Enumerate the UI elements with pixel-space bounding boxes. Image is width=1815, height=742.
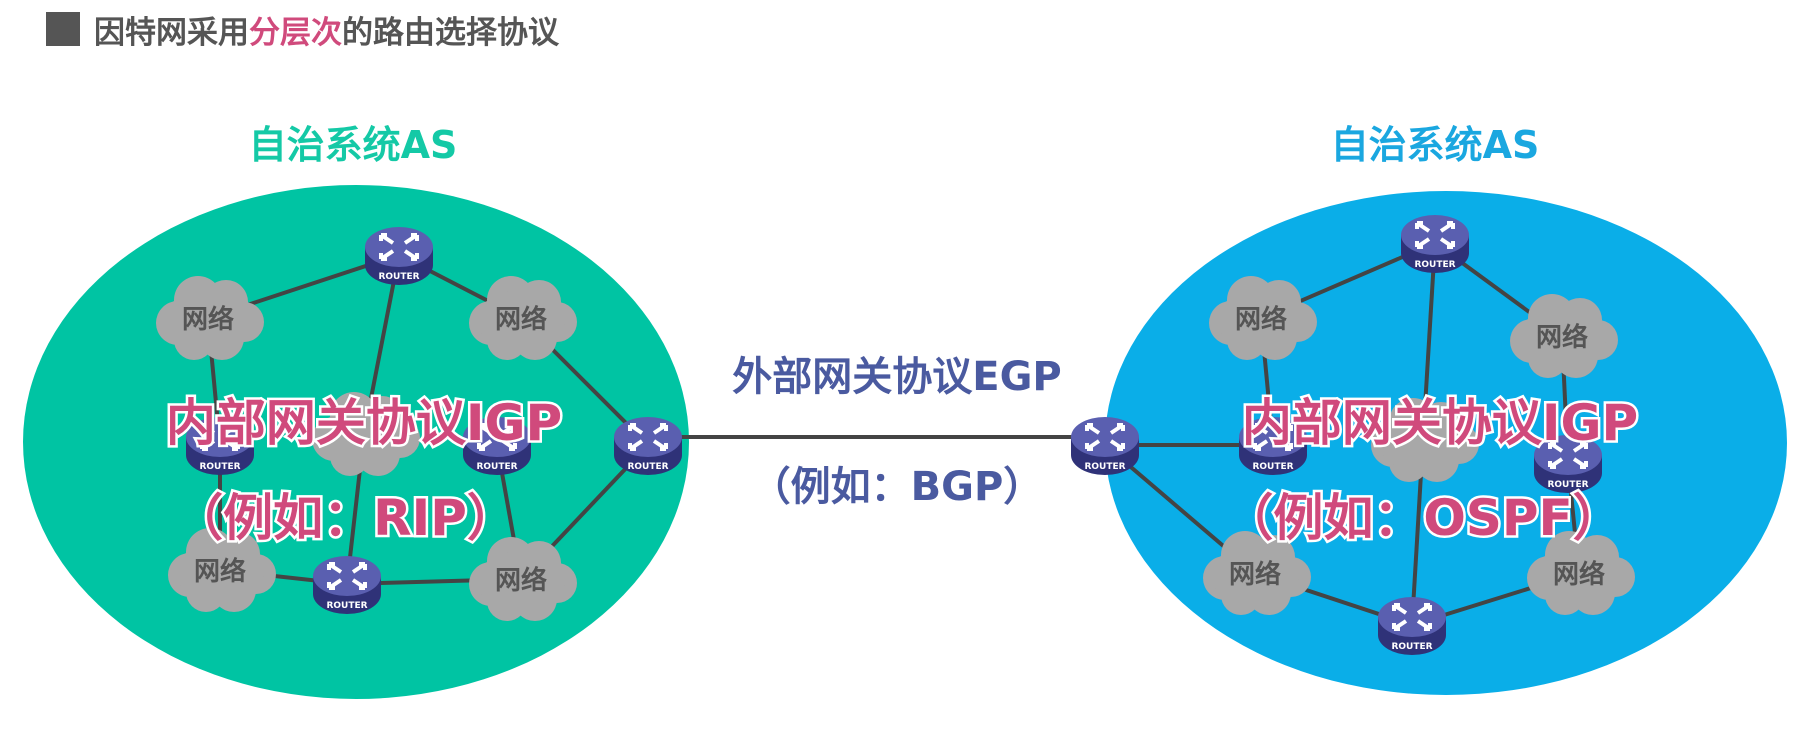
svg-text:网络: 网络 xyxy=(182,304,234,335)
title-text-highlight: 分层次 xyxy=(249,14,342,51)
network-cloud: 网络 xyxy=(469,276,577,360)
router-icon: ROUTER xyxy=(184,415,256,477)
svg-text:网络: 网络 xyxy=(1229,559,1281,590)
bullet-square-icon xyxy=(46,12,80,46)
svg-text:网络: 网络 xyxy=(1553,559,1605,590)
title-text-pre: 因特网采用 xyxy=(94,14,249,51)
router-icon: ROUTER xyxy=(461,415,533,477)
router-icon: ROUTER xyxy=(311,554,383,616)
egp-example: （例如：BGP） xyxy=(751,464,1044,510)
left-igp-example: （例如：RIP） xyxy=(173,489,517,547)
svg-text:ROUTER: ROUTER xyxy=(1084,462,1125,472)
svg-text:网络: 网络 xyxy=(194,556,246,587)
svg-text:网络: 网络 xyxy=(1536,322,1588,353)
right-as-label: 自治系统AS xyxy=(1331,123,1540,167)
svg-text:ROUTER: ROUTER xyxy=(476,462,517,472)
network-cloud: 网络 xyxy=(469,537,577,621)
left-as-label: 自治系统AS xyxy=(249,123,458,167)
svg-text:ROUTER: ROUTER xyxy=(1252,462,1293,472)
network-cloud: 网络 xyxy=(156,276,264,360)
svg-text:ROUTER: ROUTER xyxy=(199,462,240,472)
svg-text:ROUTER: ROUTER xyxy=(627,462,668,472)
router-icon: ROUTER xyxy=(1399,213,1471,275)
svg-text:ROUTER: ROUTER xyxy=(326,601,367,611)
network-cloud: 网络 xyxy=(1527,531,1635,615)
svg-text:ROUTER: ROUTER xyxy=(1547,480,1588,490)
svg-text:ROUTER: ROUTER xyxy=(378,272,419,282)
right-igp-example: （例如：OSPF） xyxy=(1223,489,1622,547)
router-icon: ROUTER xyxy=(1237,415,1309,477)
egp-label: 外部网关协议EGP xyxy=(732,354,1061,400)
border-router-icon: ROUTER xyxy=(1069,415,1141,477)
svg-text:网络: 网络 xyxy=(495,565,547,596)
left-igp-label: 内部网关协议IGP xyxy=(166,394,562,452)
network-cloud: 网络 xyxy=(1209,276,1317,360)
router-icon: ROUTER xyxy=(363,225,435,287)
router-icon: ROUTER xyxy=(1376,595,1448,657)
network-cloud: 网络 xyxy=(1510,294,1618,378)
svg-text:ROUTER: ROUTER xyxy=(1414,260,1455,270)
network-cloud: 网络 xyxy=(168,528,276,612)
page-title: 因特网采用 分层次 的路由选择协议 xyxy=(46,8,559,51)
router-icon: ROUTER xyxy=(1532,433,1604,495)
svg-text:网络: 网络 xyxy=(495,304,547,335)
svg-text:ROUTER: ROUTER xyxy=(1391,642,1432,652)
right-igp-label: 内部网关协议IGP xyxy=(1242,394,1638,452)
svg-text:网络: 网络 xyxy=(1235,304,1287,335)
network-cloud: 网络 xyxy=(1203,531,1311,615)
border-router-icon: ROUTER xyxy=(612,415,684,477)
title-text-post: 的路由选择协议 xyxy=(342,14,559,51)
